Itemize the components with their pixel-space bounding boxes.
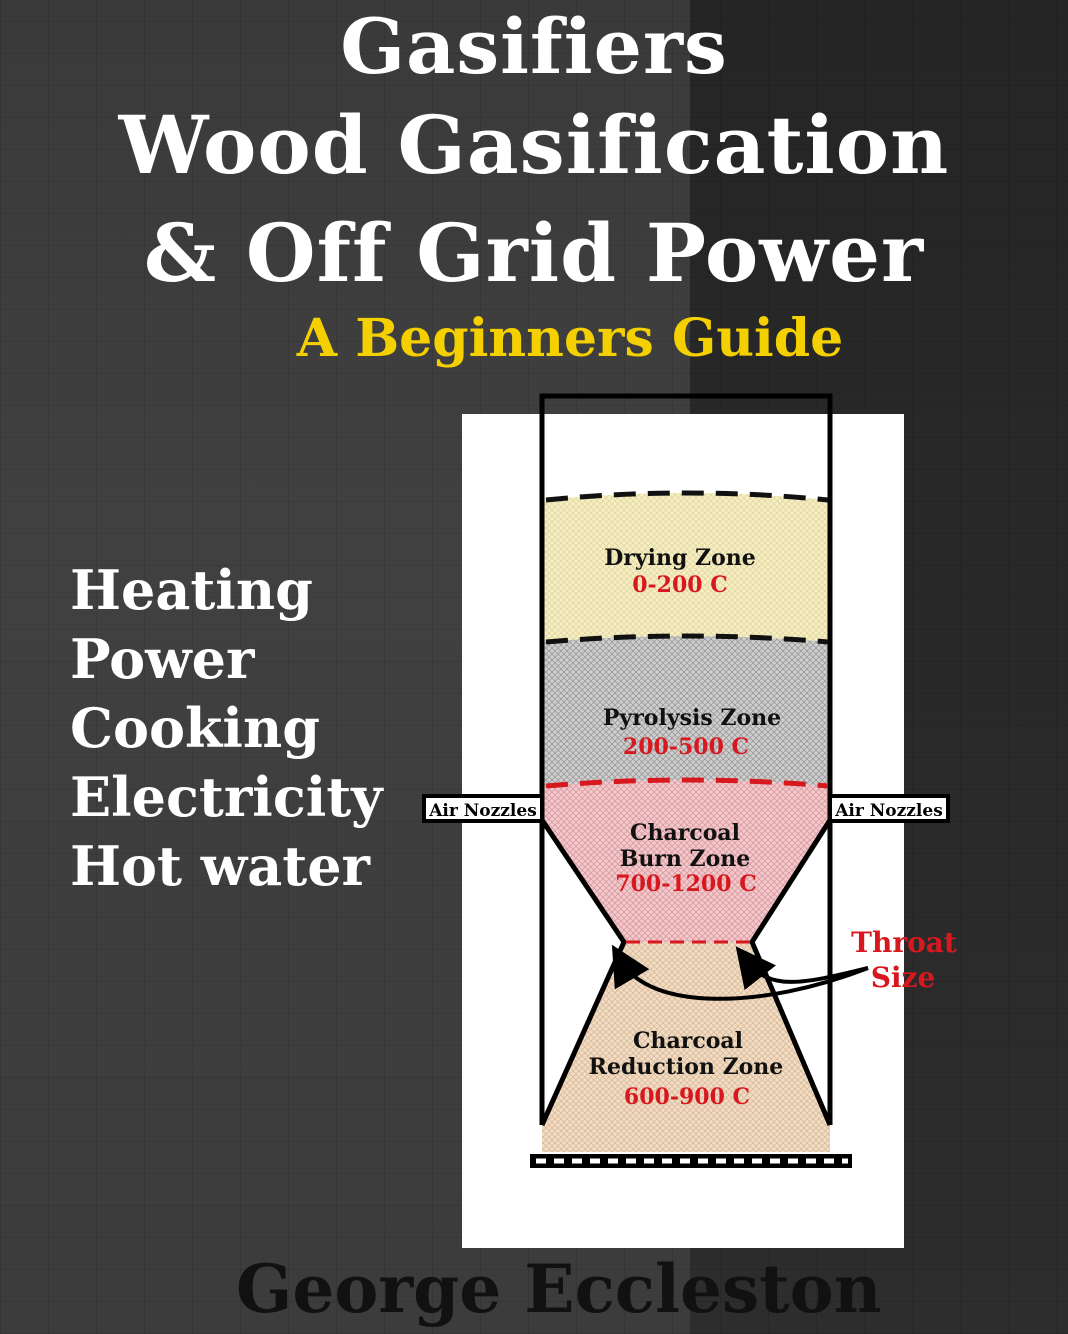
drying-top-boundary (545, 490, 829, 503)
throat-label-line-1: Throat (851, 926, 957, 959)
use-item-power: Power (70, 627, 255, 691)
pyrolysis-top-boundary (545, 633, 829, 645)
use-item-cooking: Cooking (70, 696, 320, 760)
use-item-electricity: Electricity (70, 765, 383, 829)
burn-zone-label-line-1: Charcoal (630, 820, 740, 846)
use-item-hot-water: Hot water (70, 834, 371, 898)
book-title-line-2: Wood Gasification (118, 98, 950, 192)
uses-list: Heating Power Cooking Electricity Hot wa… (70, 556, 383, 901)
book-title-line-1: Gasifiers (340, 2, 728, 91)
air-nozzle-right-label: Air Nozzles (834, 801, 943, 821)
throat-label-line-2: Size (871, 961, 936, 994)
author-name: George Eccleston (236, 1250, 882, 1328)
air-nozzle-left (422, 794, 544, 823)
reduction-zone-label-line-1: Charcoal (633, 1028, 743, 1054)
drying-zone-label: Drying Zone (604, 545, 756, 571)
drying-zone-fill (542, 493, 830, 642)
book-title-line-3: & Off Grid Power (143, 206, 925, 300)
drying-zone-temp: 0-200 C (632, 572, 728, 598)
throat-arrow-right (735, 946, 869, 991)
grate-bar (530, 1154, 852, 1168)
book-subtitle: A Beginners Guide (296, 308, 844, 369)
reduction-zone-temp: 600-900 C (624, 1084, 750, 1110)
burn-zone-fill (542, 780, 830, 942)
pyrolysis-zone-temp: 200-500 C (623, 734, 749, 760)
throat-left-wall (539, 818, 627, 1127)
burn-zone-temp: 700-1200 C (615, 871, 756, 897)
pyrolysis-zone-fill (542, 636, 830, 786)
reduction-zone-label-line-2: Reduction Zone (589, 1054, 784, 1080)
air-nozzle-left-label: Air Nozzles (428, 801, 537, 821)
vessel-outline (539, 393, 833, 1125)
air-nozzle-right (828, 794, 950, 823)
burn-zone-label-line-2: Burn Zone (620, 846, 751, 872)
throat-right-wall (749, 818, 833, 1126)
use-item-heating: Heating (70, 558, 313, 622)
pyrolysis-zone-label: Pyrolysis Zone (603, 705, 781, 731)
burn-top-boundary (545, 777, 829, 789)
throat-arrow-left (611, 944, 869, 1001)
